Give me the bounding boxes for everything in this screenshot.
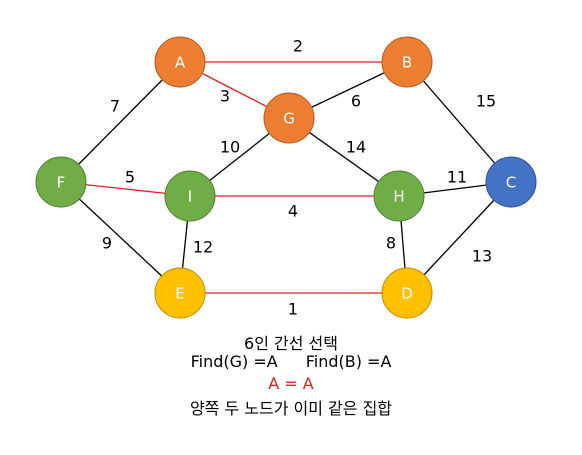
node-i: I	[164, 170, 216, 222]
edge-weights-layer: 2 3 6 7 15 10 14 5 4 11 9 12 8 13 1	[102, 37, 496, 319]
node-label-i: I	[188, 188, 192, 206]
edge-weight-g-h: 14	[346, 138, 366, 157]
caption-find-g: Find(G) =A	[190, 352, 278, 371]
edge-b-c	[406, 61, 512, 183]
node-circle-g	[263, 92, 315, 144]
edge-f-e	[60, 181, 181, 294]
edge-weight-a-g: 3	[220, 87, 230, 106]
caption-find-row: Find(G) =A Find(B) =A	[0, 352, 582, 371]
edge-weight-e-d: 1	[288, 300, 298, 319]
edge-a-f	[60, 61, 181, 183]
edge-weight-h-d: 8	[386, 234, 396, 253]
edge-weight-a-f: 7	[110, 97, 120, 116]
caption-compare: A = A	[268, 374, 314, 393]
edge-weight-c-d: 13	[472, 247, 492, 266]
node-d: D	[381, 267, 433, 319]
edge-weight-f-e: 9	[102, 234, 112, 253]
node-b: B	[381, 36, 433, 88]
node-a: A	[154, 36, 206, 88]
caption-selected-edge: 6인 간선 선택	[244, 334, 338, 353]
edge-weight-f-i: 5	[125, 168, 135, 187]
caption-find-b: Find(B) =A	[305, 352, 392, 371]
node-circle-i	[164, 170, 216, 222]
node-label-d: D	[401, 285, 413, 303]
node-e: E	[154, 267, 206, 319]
edge-weight-i-h: 4	[288, 202, 298, 221]
node-label-c: C	[506, 174, 516, 192]
node-circle-e	[154, 267, 206, 319]
node-circle-h	[373, 170, 425, 222]
edge-weight-a-b: 2	[293, 37, 303, 56]
edge-weight-g-b: 6	[351, 92, 361, 111]
node-label-b: B	[402, 54, 412, 72]
node-label-f: F	[57, 174, 66, 192]
nodes-layer: A B G F I H C E D	[35, 36, 537, 319]
node-label-h: H	[393, 188, 404, 206]
node-h: H	[373, 170, 425, 222]
node-circle-a	[154, 36, 206, 88]
node-label-e: E	[175, 285, 184, 303]
node-circle-c	[485, 156, 537, 208]
node-circle-b	[381, 36, 433, 88]
node-c: C	[485, 156, 537, 208]
node-f: F	[35, 156, 87, 208]
edge-weight-i-e: 12	[193, 238, 213, 257]
node-g: G	[263, 92, 315, 144]
edge-weight-h-c: 11	[447, 168, 467, 187]
edge-weight-g-i: 10	[220, 138, 240, 157]
caption-same-set: 양쪽 두 노드가 이미 같은 집합	[189, 399, 393, 418]
edge-weight-b-c: 15	[476, 92, 496, 111]
node-label-g: G	[283, 110, 295, 128]
node-circle-d	[381, 267, 433, 319]
node-label-a: A	[175, 54, 186, 72]
node-circle-f	[35, 156, 87, 208]
